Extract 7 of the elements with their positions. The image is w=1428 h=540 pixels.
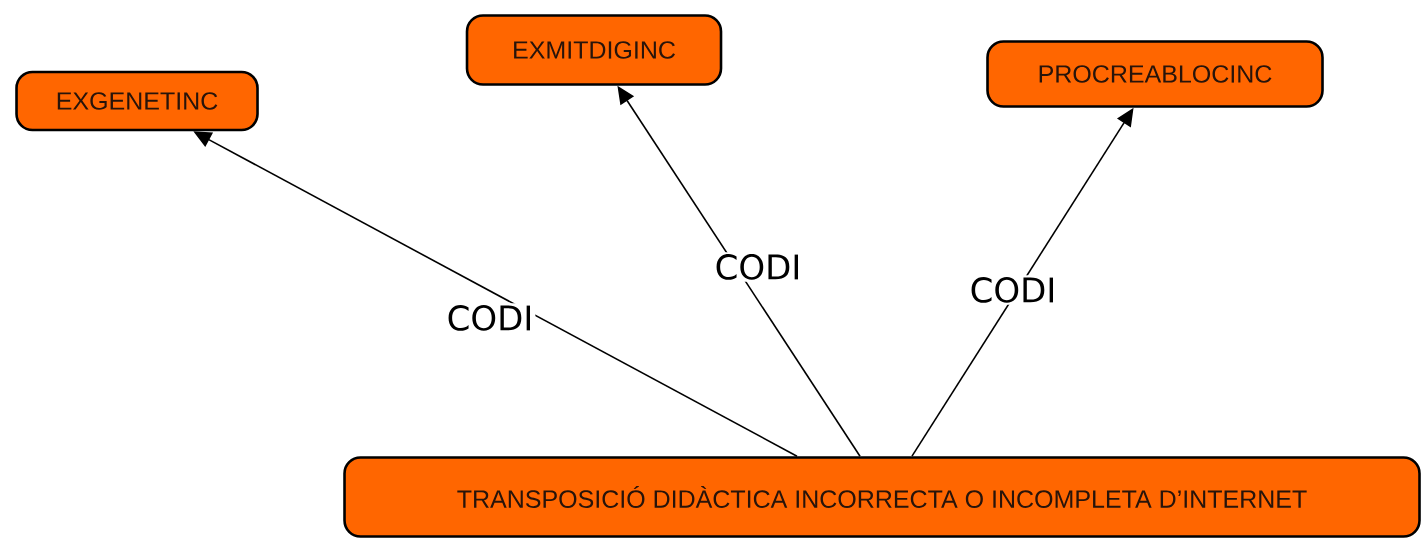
concept-box: EXMITDIGINC <box>465 14 723 86</box>
concept-box: EXGENETINC <box>15 70 259 132</box>
concept-box: PROCREABLOCINC <box>986 40 1324 108</box>
edge-label: CODI <box>712 252 804 282</box>
edge-label: CODI <box>967 275 1059 305</box>
concept-box: TRANSPOSICIÓ DIDÀCTICA INCORRECTA O INCOMPLETA D’INTERNET <box>343 456 1421 538</box>
edge-label: CODI <box>444 303 536 333</box>
